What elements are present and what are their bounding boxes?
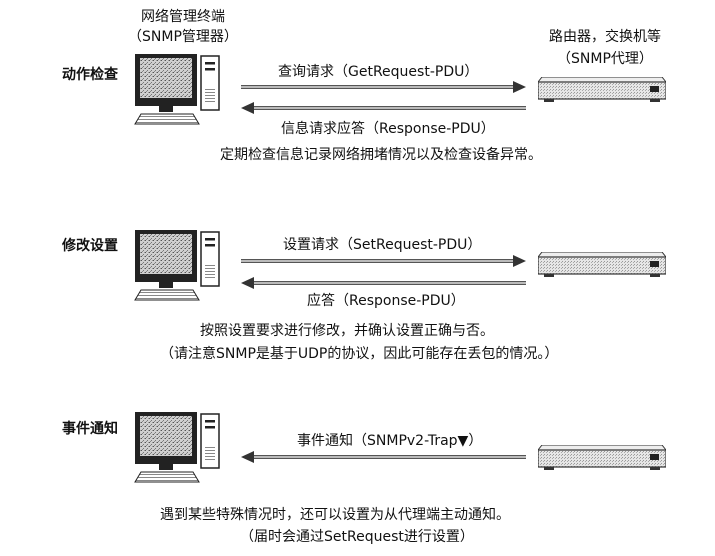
section-label: 动作检查 <box>62 67 118 83</box>
manager-computer-icon <box>134 412 220 483</box>
section-note: 遇到某些特殊情况时，还可以设置为从代理端主动通知。 <box>160 507 510 523</box>
router-icon <box>538 252 666 277</box>
arrow-left-icon <box>241 451 526 463</box>
section-note: 按照设置要求进行修改，并确认设置正确与否。 <box>200 323 494 339</box>
manager-computer-icon <box>134 230 220 301</box>
agent-title: 路由器，交换机等 <box>549 29 661 45</box>
response-label: 应答（Response-PDU） <box>307 293 465 309</box>
arrow-right-icon <box>241 81 526 93</box>
get-request-label: 查询请求（GetRequest-PDU） <box>278 64 479 80</box>
section-label: 事件通知 <box>62 421 118 437</box>
arrow-right-icon <box>241 255 526 267</box>
manager-subtitle: （SNMP管理器） <box>128 29 238 45</box>
set-request-label: 设置请求（SetRequest-PDU） <box>283 237 482 253</box>
arrow-left-icon <box>241 277 526 289</box>
trap-label: 事件通知（SNMPv2-Trap▼） <box>297 433 483 449</box>
section-note: （请注意SNMP是基于UDP的协议，因此可能存在丢包的情况。） <box>160 346 559 362</box>
router-icon <box>538 77 666 102</box>
arrow-left-icon <box>241 102 526 114</box>
section-note: （届时会通过SetRequest进行设置） <box>240 529 474 545</box>
manager-computer-icon <box>134 54 220 125</box>
agent-subtitle: （SNMP代理） <box>557 51 653 67</box>
section-note: 定期检查信息记录网络拥堵情况以及检查设备异常。 <box>220 147 542 163</box>
response-label: 信息请求应答（Response-PDU） <box>281 121 495 137</box>
manager-title: 网络管理终端 <box>141 9 225 25</box>
router-icon <box>538 445 666 470</box>
section-label: 修改设置 <box>62 238 118 254</box>
